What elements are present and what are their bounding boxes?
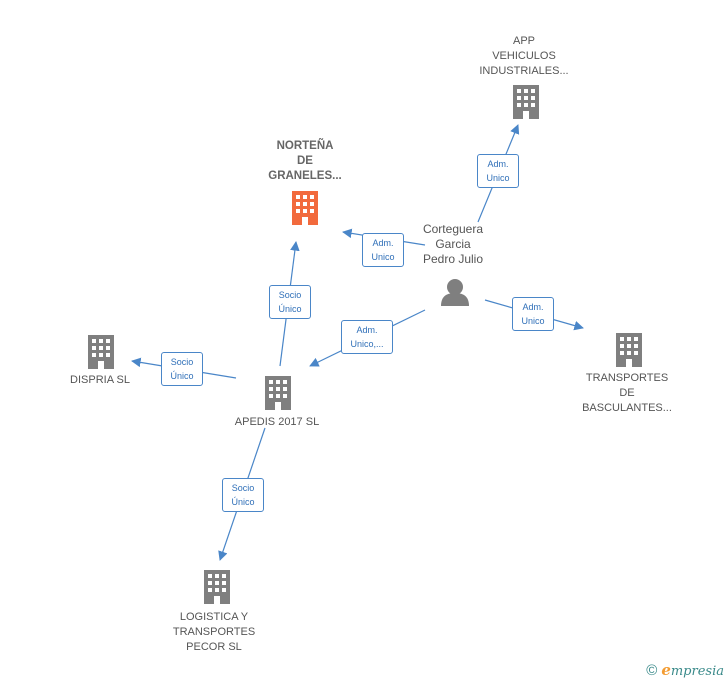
brand-name: mpresia bbox=[670, 664, 724, 679]
relation-badge-apedis-adm[interactable]: Adm. Unico,... bbox=[341, 320, 393, 354]
empresia-watermark: ©empresia bbox=[646, 661, 724, 679]
dispria-line1: DISPRIA SL bbox=[70, 374, 130, 386]
app-line3: INDUSTRIALES... bbox=[479, 65, 569, 77]
transportes-line1: TRANSPORTES bbox=[585, 372, 669, 384]
node-label-nortena[interactable]: NORTEÑA DE GRANELES... bbox=[255, 139, 355, 184]
logistica-line3: PECOR SL bbox=[186, 641, 242, 653]
building-icon-dispria[interactable] bbox=[88, 335, 114, 369]
relation-badge-nortena-socio[interactable]: Socio Único bbox=[269, 285, 311, 319]
relation-dispria-l1: Socio bbox=[170, 357, 194, 367]
person-line1: Corteguera bbox=[422, 222, 484, 236]
logistica-line1: LOGISTICA Y bbox=[179, 611, 249, 623]
transportes-line2: DE bbox=[619, 387, 635, 399]
nortena-line2: DE bbox=[297, 155, 313, 167]
person-icon[interactable] bbox=[441, 279, 469, 306]
relation-app-l1: Adm. bbox=[487, 159, 509, 169]
relation-badge-app[interactable]: Adm. Unico bbox=[477, 154, 519, 188]
node-label-dispria[interactable]: DISPRIA SL bbox=[50, 373, 150, 388]
logistica-line2: TRANSPORTES bbox=[172, 626, 256, 638]
brand-initial: e bbox=[661, 661, 671, 679]
building-icon-app[interactable] bbox=[513, 85, 539, 119]
relation-nortena-adm-l2: Unico bbox=[371, 252, 395, 262]
relation-logistica-l1: Socio bbox=[231, 483, 255, 493]
relation-badge-dispria[interactable]: Socio Único bbox=[161, 352, 203, 386]
relation-apedis-adm-l1: Adm. bbox=[356, 325, 378, 335]
nortena-line3: GRANELES... bbox=[268, 170, 342, 182]
relation-nortena-socio-l2: Único bbox=[278, 304, 302, 314]
relation-badge-nortena-adm[interactable]: Adm. Unico bbox=[362, 233, 404, 267]
person-line3: Pedro Julio bbox=[422, 252, 484, 266]
node-label-apedis[interactable]: APEDIS 2017 SL bbox=[227, 415, 327, 430]
relation-transportes-l1: Adm. bbox=[522, 302, 544, 312]
apedis-line1: APEDIS 2017 SL bbox=[234, 416, 320, 428]
node-label-transportes[interactable]: TRANSPORTES DE BASCULANTES... bbox=[577, 371, 677, 416]
relation-transportes-l2: Unico bbox=[521, 316, 545, 326]
relation-logistica-l2: Único bbox=[231, 497, 255, 507]
relation-app-l2: Unico bbox=[486, 173, 510, 183]
copyright-symbol: © bbox=[646, 662, 658, 679]
building-icon-logistica[interactable] bbox=[204, 570, 230, 604]
node-label-person[interactable]: Corteguera Garcia Pedro Julio bbox=[403, 222, 503, 267]
relation-apedis-adm-l2: Unico,... bbox=[350, 339, 384, 349]
app-line2: VEHICULOS bbox=[492, 50, 556, 62]
building-icon-transportes[interactable] bbox=[616, 333, 642, 367]
relation-badge-logistica[interactable]: Socio Único bbox=[222, 478, 264, 512]
building-icon-apedis[interactable] bbox=[265, 376, 291, 410]
relation-badge-transportes[interactable]: Adm. Unico bbox=[512, 297, 554, 331]
relation-dispria-l2: Único bbox=[170, 371, 194, 381]
person-line2: Garcia bbox=[435, 237, 471, 251]
nortena-line1: NORTEÑA bbox=[276, 140, 334, 152]
node-label-logistica[interactable]: LOGISTICA Y TRANSPORTES PECOR SL bbox=[164, 610, 264, 655]
transportes-line3: BASCULANTES... bbox=[582, 402, 672, 414]
relation-nortena-socio-l1: Socio bbox=[278, 290, 302, 300]
app-line1: APP bbox=[512, 35, 535, 47]
building-icon-nortena[interactable] bbox=[292, 191, 318, 225]
node-label-app[interactable]: APP VEHICULOS INDUSTRIALES... bbox=[474, 34, 574, 79]
relation-nortena-adm-l1: Adm. bbox=[372, 238, 394, 248]
